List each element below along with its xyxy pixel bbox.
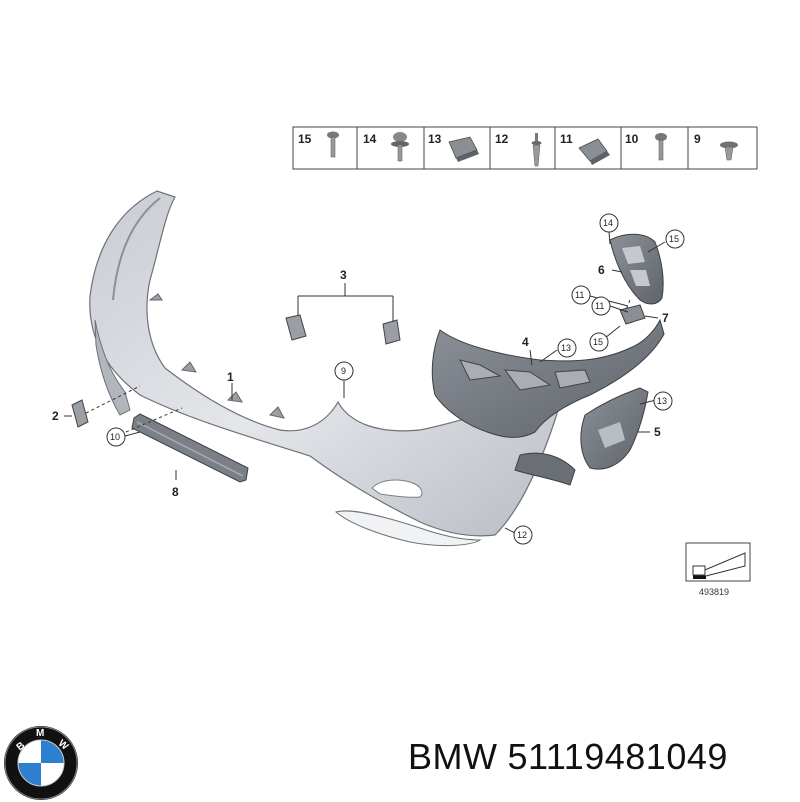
svg-text:14: 14 [603, 218, 613, 228]
callout-3: 3 [340, 268, 347, 282]
reference-arrow-box: 493819 [685, 542, 751, 597]
circled-callout-13b: 13 [653, 391, 673, 411]
small-cover-plate [71, 399, 89, 428]
diagram-reference-number: 493819 [699, 587, 729, 597]
push-clip-icon [720, 141, 738, 161]
strip-number-15: 15 [298, 132, 312, 146]
bracket-pair [285, 283, 401, 345]
callout-4: 4 [522, 335, 529, 349]
brand-name: BMW [408, 736, 498, 777]
svg-text:11: 11 [575, 290, 584, 300]
svg-text:13: 13 [657, 396, 667, 406]
circled-callout-13a: 13 [557, 338, 577, 358]
expanding-rivet-icon [531, 133, 542, 167]
bolt-icon [327, 131, 339, 158]
circled-callout-9: 9 [334, 361, 354, 381]
part-number: 51119481049 [507, 736, 728, 777]
clip-nut-icon [448, 136, 479, 162]
callouts: 1 2 3 4 5 6 7 8 9 10 11 11 12 13 [52, 213, 685, 545]
bolt-icon [655, 133, 667, 161]
bumper-cover [89, 190, 560, 547]
small-bracket [619, 304, 646, 325]
license-plate-bracket [131, 413, 249, 483]
circled-callout-11b: 11 [591, 296, 611, 316]
svg-text:M: M [36, 728, 44, 739]
svg-text:15: 15 [669, 234, 679, 244]
callout-5: 5 [654, 425, 661, 439]
side-bracket [580, 387, 649, 470]
circled-callout-15b: 15 [589, 332, 609, 352]
callout-2: 2 [52, 409, 59, 423]
svg-text:9: 9 [341, 366, 346, 376]
strip-number-9: 9 [694, 132, 701, 146]
flange-screw-icon [391, 132, 409, 162]
circled-callout-15a: 15 [665, 229, 685, 249]
circled-callout-14: 14 [599, 213, 619, 233]
svg-text:15: 15 [593, 337, 603, 347]
callout-7: 7 [662, 311, 669, 325]
svg-text:12: 12 [517, 530, 527, 540]
strip-number-12: 12 [495, 132, 509, 146]
svg-text:13: 13 [561, 343, 571, 353]
svg-text:10: 10 [110, 432, 120, 442]
circled-callout-11a: 11 [571, 285, 591, 305]
circled-callout-12: 12 [513, 525, 533, 545]
strip-number-14: 14 [363, 132, 377, 146]
fastener-legend-strip: 15 14 13 12 11 10 9 [292, 126, 758, 170]
svg-text:11: 11 [595, 301, 604, 311]
upper-right-bracket [609, 233, 664, 305]
bumper-support-bracket [431, 318, 665, 486]
callout-6: 6 [598, 263, 605, 277]
clip-nut-icon [578, 138, 610, 165]
strip-number-10: 10 [625, 132, 639, 146]
circled-callout-10: 10 [106, 427, 126, 447]
strip-number-11: 11 [560, 132, 573, 146]
strip-number-13: 13 [428, 132, 442, 146]
callout-1: 1 [227, 370, 234, 384]
bmw-logo: B M W [4, 726, 78, 800]
callout-8: 8 [172, 485, 179, 499]
